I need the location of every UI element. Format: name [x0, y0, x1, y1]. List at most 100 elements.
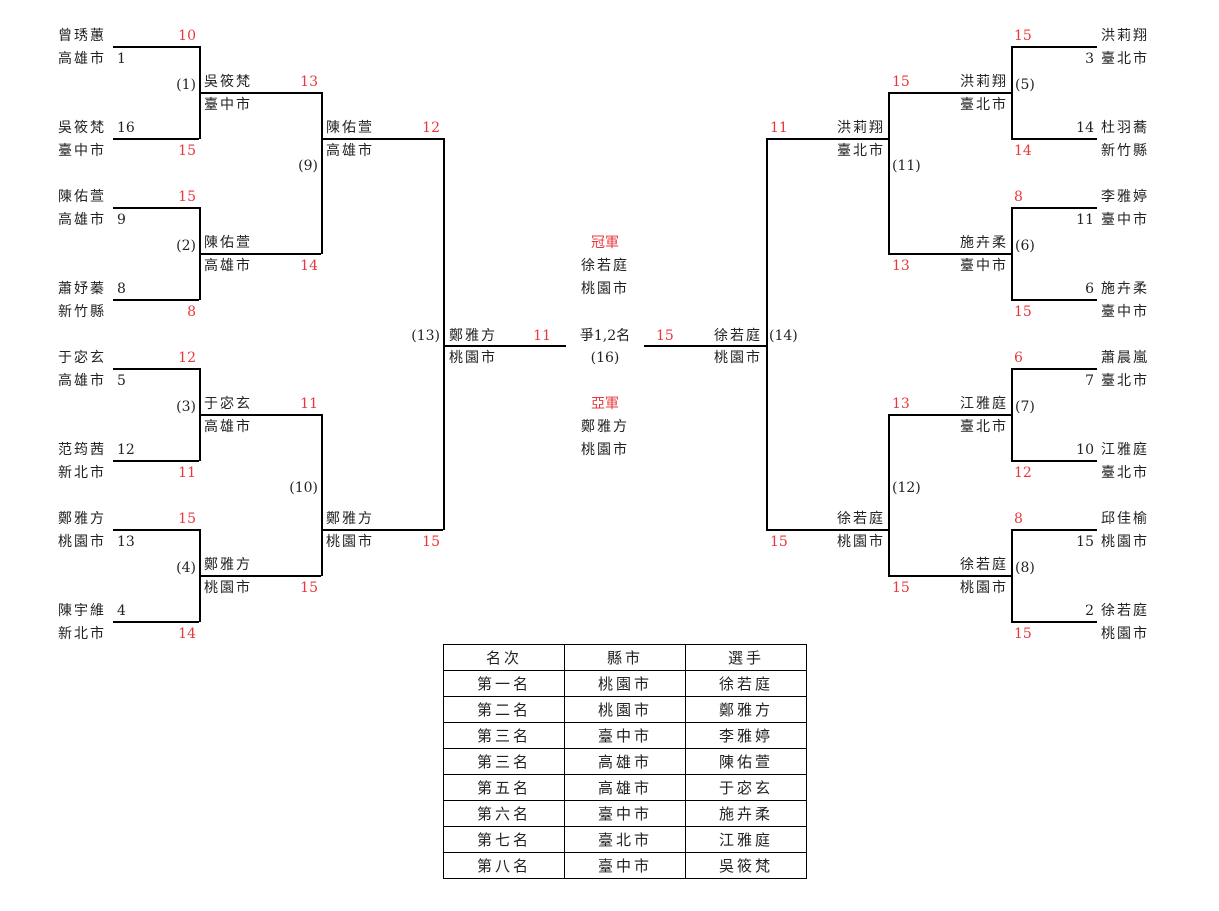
match-number: (9) — [298, 157, 318, 174]
player-city: 臺中市 — [1101, 212, 1149, 228]
bracket-line — [1011, 529, 1013, 622]
player-city: 臺北市 — [960, 419, 1008, 435]
seed-number: 16 — [117, 120, 135, 136]
player-city: 臺中市 — [1101, 304, 1149, 320]
bracket-line — [113, 138, 199, 140]
bracket-line — [766, 138, 888, 140]
city-cell: 桃園市 — [564, 696, 686, 723]
score: 15 — [178, 143, 196, 159]
player-name: 杜羽蕎 — [1101, 120, 1149, 136]
bracket-line — [888, 414, 1011, 416]
bracket-line — [113, 207, 199, 209]
bracket-line — [1011, 368, 1097, 370]
score: 13 — [892, 396, 910, 412]
player-city: 新竹縣 — [1101, 143, 1149, 159]
score: 15 — [300, 580, 318, 596]
seed-number: 5 — [117, 373, 126, 389]
player-city: 高雄市 — [58, 212, 106, 228]
table-row: 第三名臺中市李雅婷 — [443, 722, 807, 749]
city-cell: 桃園市 — [564, 670, 686, 697]
match-number: (4) — [176, 560, 196, 576]
champion-title: 冠軍 — [591, 235, 619, 251]
player-name: 陳佑萱 — [204, 235, 252, 251]
bracket-line — [321, 92, 323, 254]
score: 15 — [892, 74, 910, 90]
header-rank: 名次 — [443, 644, 565, 671]
player-city: 臺中市 — [960, 258, 1008, 274]
bracket-line — [766, 138, 768, 530]
seed-number: 2 — [1085, 603, 1094, 619]
player-name: 施卉柔 — [960, 235, 1008, 251]
player-name: 洪莉翔 — [960, 74, 1008, 90]
player-city: 桃園市 — [714, 350, 762, 366]
score: 12 — [178, 350, 196, 366]
seed-number: 12 — [117, 442, 135, 458]
score: 8 — [1014, 511, 1023, 527]
player-cell: 施卉柔 — [685, 800, 807, 827]
bracket-line — [113, 299, 199, 301]
bracket-line — [1011, 460, 1097, 462]
player-name: 蕭妤蓁 — [58, 281, 106, 297]
score: 10 — [178, 28, 196, 44]
player-city: 臺中市 — [204, 97, 252, 113]
rank-cell: 第三名 — [443, 748, 565, 775]
table-row: 第三名高雄市陳佑萱 — [443, 748, 807, 775]
seed-number: 3 — [1085, 51, 1094, 67]
player-city: 高雄市 — [204, 419, 252, 435]
table-row: 第六名臺中市施卉柔 — [443, 800, 807, 827]
city-cell: 高雄市 — [564, 774, 686, 801]
final-label: 爭1,2名 — [579, 328, 631, 344]
player-name: 洪莉翔 — [1101, 28, 1149, 44]
score: 11 — [300, 396, 318, 412]
bracket-line — [888, 92, 890, 254]
match-number: (2) — [176, 238, 196, 254]
bracket-line — [1011, 529, 1097, 531]
player-name: 鄭雅方 — [58, 511, 106, 527]
seed-number: 14 — [1076, 120, 1094, 136]
player-city: 新竹縣 — [58, 304, 106, 320]
bracket-line — [1011, 46, 1013, 139]
player-name: 曾琇蕙 — [58, 28, 106, 44]
bracket-line — [113, 368, 199, 370]
player-name: 洪莉翔 — [837, 120, 885, 136]
player-name: 徐若庭 — [837, 511, 885, 527]
player-name: 施卉柔 — [1101, 281, 1149, 297]
player-city: 新北市 — [58, 626, 106, 642]
score: 14 — [178, 626, 196, 642]
bracket-line — [1011, 138, 1097, 140]
player-city: 高雄市 — [58, 373, 106, 389]
bracket-line — [1011, 621, 1097, 623]
seed-number: 6 — [1085, 281, 1094, 297]
seed-number: 8 — [117, 281, 126, 297]
runnerup-city: 桃園市 — [581, 442, 629, 458]
bracket-line — [888, 253, 1011, 255]
rank-cell: 第五名 — [443, 774, 565, 801]
city-cell: 高雄市 — [564, 748, 686, 775]
seed-number: 15 — [1076, 534, 1094, 550]
seed-number: 7 — [1085, 373, 1094, 389]
rank-cell: 第七名 — [443, 826, 565, 853]
final-match-number: (16) — [590, 350, 620, 366]
player-city: 高雄市 — [204, 258, 252, 274]
bracket-line — [1011, 207, 1097, 209]
score: 13 — [892, 258, 910, 274]
rank-cell: 第八名 — [443, 852, 565, 879]
score: 6 — [1014, 350, 1023, 366]
score: 12 — [1014, 465, 1032, 481]
match-number: (3) — [176, 399, 196, 415]
champion-city: 桃園市 — [581, 281, 629, 297]
seed-number: 1 — [117, 51, 126, 67]
match-number: (1) — [176, 77, 196, 93]
player-name: 陳佑萱 — [58, 189, 106, 205]
match-number: (12) — [892, 479, 921, 496]
match-number: (11) — [892, 157, 921, 174]
player-name: 徐若庭 — [1101, 603, 1149, 619]
seed-number: 10 — [1076, 442, 1094, 458]
champion-name: 徐若庭 — [581, 258, 629, 274]
score: 8 — [1014, 189, 1023, 205]
city-cell: 臺北市 — [564, 826, 686, 853]
ranking-table: 名次 縣市 選手 第一名桃園市徐若庭 第二名桃園市鄭雅方 第三名臺中市李雅婷 第… — [443, 644, 807, 879]
bracket-line — [113, 46, 199, 48]
city-cell: 臺中市 — [564, 722, 686, 749]
